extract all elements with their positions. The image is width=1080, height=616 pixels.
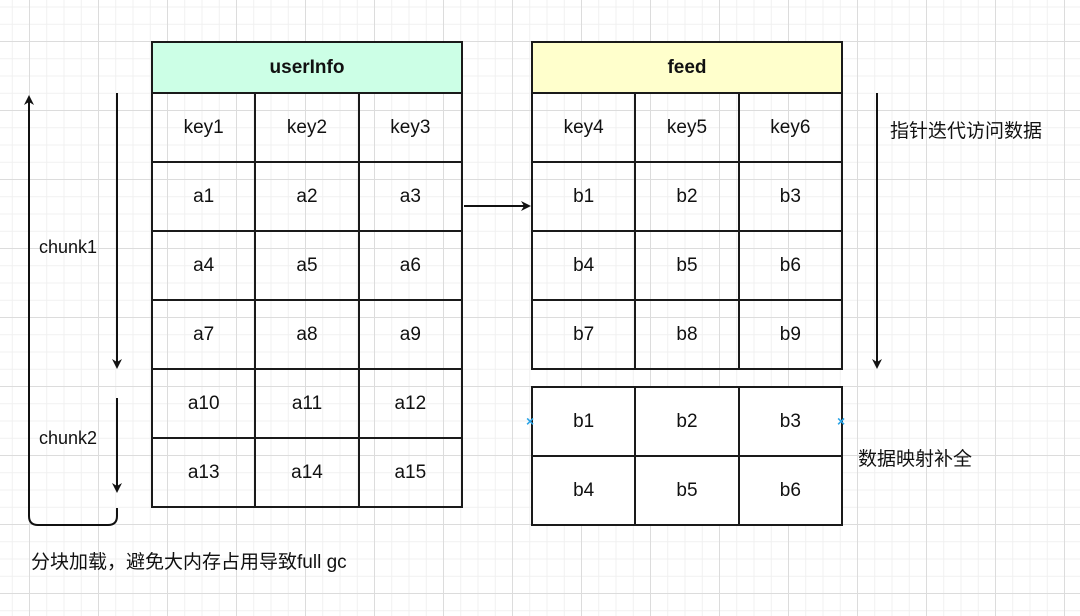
table-row: b1 b2 b3 [530,161,844,232]
table-cell: b2 [634,386,740,457]
userinfo-table-title: userInfo [151,41,463,94]
table-cell: a6 [357,230,464,301]
table-cell: b7 [530,299,637,370]
table-cell: a2 [254,161,360,232]
table-cell: a14 [254,437,360,508]
table-cell: a11 [254,368,360,439]
table-cell: b5 [634,455,740,526]
column-header: key5 [634,92,740,163]
table-row: b4 b5 b6 [530,230,844,301]
table-cell: b2 [634,161,740,232]
table-cell: a10 [150,368,257,439]
column-header: key6 [737,92,844,163]
column-header: key3 [357,92,464,163]
table-cell: a8 [254,299,360,370]
table-cell: a15 [357,437,464,508]
column-header: key2 [254,92,360,163]
table-cell: a5 [254,230,360,301]
table-row: a13 a14 a15 [150,437,464,508]
table-row: a4 a5 a6 [150,230,464,301]
table-cell: a9 [357,299,464,370]
table-row: b7 b8 b9 [530,299,844,370]
feed-table: feed key4 key5 key6 b1 b2 b3 b4 b5 b6 b7… [530,41,844,370]
table-cell: b9 [737,299,844,370]
column-header: key4 [530,92,637,163]
table-row: b4 b5 b6 [530,455,844,526]
table-cell: a1 [150,161,257,232]
chunk2-label: chunk2 [39,428,98,448]
userinfo-table: userInfo key1 key2 key3 a1 a2 a3 a4 a5 a… [150,41,464,508]
table-cell: b4 [530,230,637,301]
pointer-iteration-label: 指针迭代访问数据 [890,121,1043,142]
table-cell: b8 [634,299,740,370]
data-mapping-label: 数据映射补全 [858,449,973,470]
feed-table-title: feed [531,41,843,94]
table-cell: b6 [737,455,844,526]
table-cell: b1 [530,386,637,457]
table-cell: b4 [530,455,637,526]
table-cell: b5 [634,230,740,301]
table-cell: a13 [150,437,257,508]
table-header-row: key4 key5 key6 [530,92,844,163]
mapped-table: b1 b2 b3 b4 b5 b6 [530,386,844,526]
table-header-row: key1 key2 key3 [150,92,464,163]
connection-point-left-icon: × [526,413,535,429]
table-row: b1 b2 b3 [530,386,844,457]
table-cell: a4 [150,230,257,301]
table-cell: b1 [530,161,637,232]
column-header: key1 [150,92,257,163]
table-cell: b3 [737,161,844,232]
table-cell: a3 [357,161,464,232]
table-cell: b3 [737,386,844,457]
chunked-loading-label: 分块加载，避免大内存占用导致full gc [31,552,347,573]
table-row: a1 a2 a3 [150,161,464,232]
table-cell: a7 [150,299,257,370]
loop-back-arrow [24,95,118,526]
table-row: a10 a11 a12 [150,368,464,439]
table-cell: a12 [357,368,464,439]
connection-point-right-icon: × [837,413,846,429]
table-cell: b6 [737,230,844,301]
table-row: a7 a8 a9 [150,299,464,370]
chunk1-label: chunk1 [39,237,98,257]
